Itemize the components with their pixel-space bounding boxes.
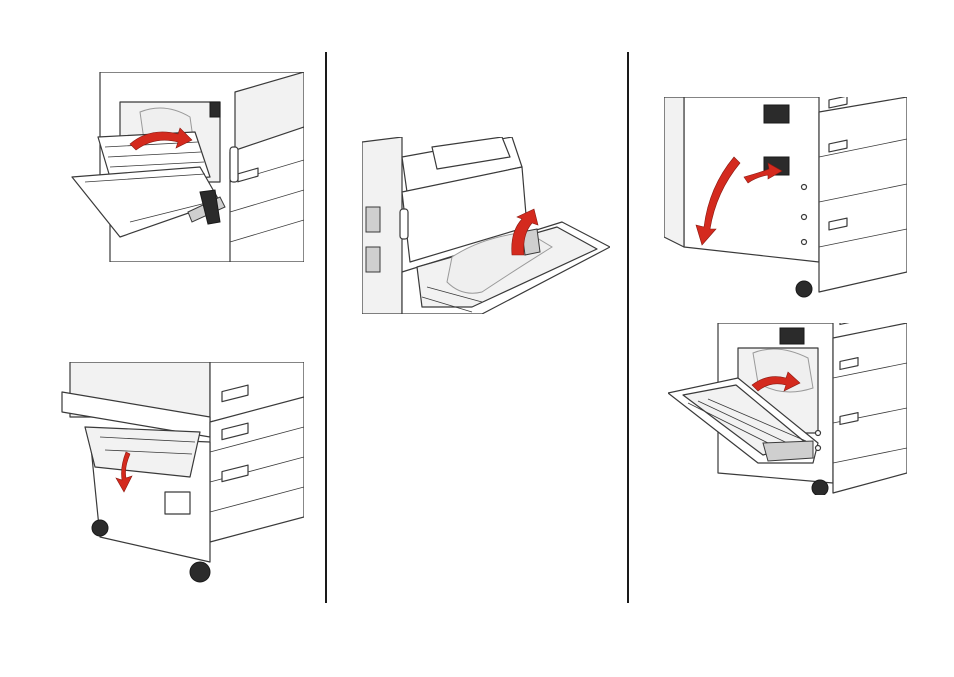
printer-side-door-open-illustration <box>664 97 907 299</box>
column-divider-right <box>627 52 629 603</box>
printer-multipurpose-feeder-jam-illustration <box>70 72 304 262</box>
printer-side-door-jam-removal-illustration <box>668 323 907 495</box>
printer-tray-pull-out-paper-illustration <box>362 137 610 314</box>
printer-lower-door-open-illustration <box>60 362 304 584</box>
column-divider-left <box>325 52 327 603</box>
